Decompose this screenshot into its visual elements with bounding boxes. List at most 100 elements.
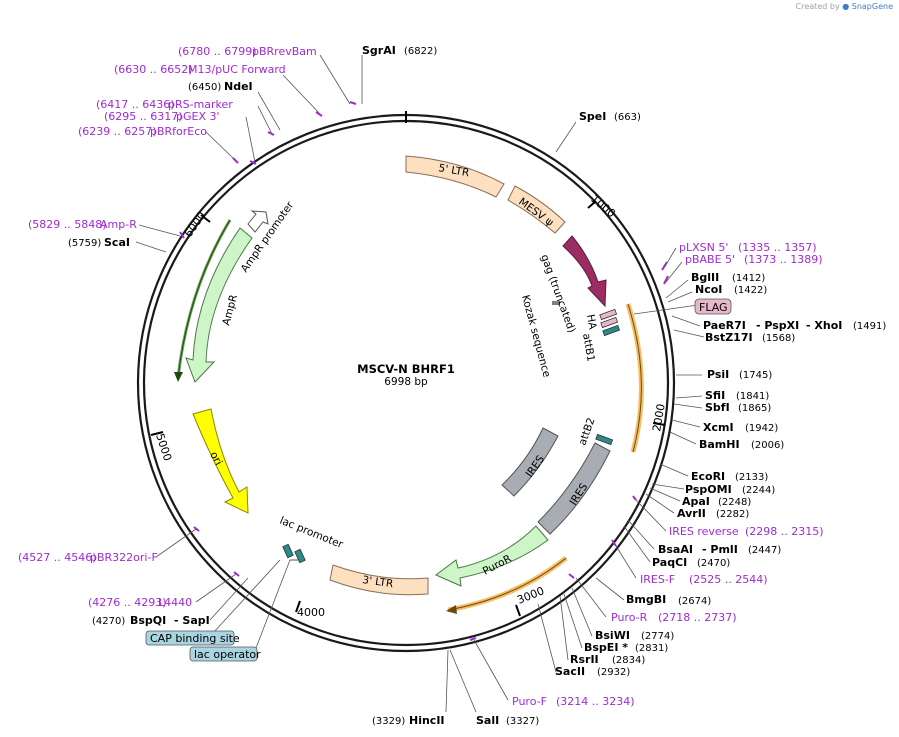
ori-label: ori <box>207 450 224 468</box>
feature-ori[interactable]: ori <box>192 408 249 514</box>
label-ires-rev[interactable]: IRES reverse <box>669 525 739 538</box>
label-psii[interactable]: PsiI <box>707 368 729 381</box>
conn-ncoi <box>667 291 693 303</box>
label-m13[interactable]: M13/pUC Forward <box>188 63 286 76</box>
label-bstz17i[interactable]: BstZ17I <box>705 331 753 344</box>
feature-ampr[interactable]: AmpR <box>185 227 253 383</box>
label-pbrforeco[interactable]: pBRforEco <box>150 125 207 138</box>
label-sali[interactable]: SalI <box>476 714 499 727</box>
label-ncoi[interactable]: NcoI <box>695 283 722 296</box>
label-apai[interactable]: ApaI <box>682 495 710 508</box>
feature-5-ltr[interactable]: 5' LTR <box>405 155 505 198</box>
ampr-arrow <box>185 227 253 383</box>
label-bamhi[interactable]: BamHI <box>699 438 740 451</box>
label-spei[interactable]: SpeI <box>579 110 606 123</box>
label-ampr-primer[interactable]: Amp-R <box>100 218 137 231</box>
label-bsiwi[interactable]: BsiWI <box>595 629 630 642</box>
conn-bsiwi <box>571 587 593 637</box>
label-plxsn[interactable]: pLXSN 5' <box>679 241 728 254</box>
pos-sacii: (2932) <box>597 667 630 678</box>
label-prs[interactable]: pRS-marker <box>168 98 233 111</box>
label-bsaai[interactable]: BsaAI <box>658 543 693 556</box>
conn-ires-f <box>615 545 637 579</box>
pos-plxsn: (1335 .. 1357) <box>738 241 817 254</box>
label-pgex[interactable]: pGEX 3' <box>176 110 220 123</box>
pos-pgex: (6295 .. 6317) <box>104 110 183 123</box>
pos-pbrforeco: (6239 .. 6257) <box>78 125 157 138</box>
label-pbrrevbam[interactable]: pBRrevBam <box>252 45 317 58</box>
feature-mesv-psi[interactable]: MESV ψ <box>507 185 566 234</box>
label-scai[interactable]: ScaI <box>104 236 130 249</box>
conn-plxsn <box>663 247 677 269</box>
conn-l4440 <box>195 573 237 603</box>
label-puro-f[interactable]: Puro-F <box>512 695 547 708</box>
label-hincii[interactable]: HincII <box>409 714 445 727</box>
ltr5-label: 5' LTR <box>437 162 470 179</box>
conn-paer7i <box>671 315 701 327</box>
label-ndei[interactable]: NdeI <box>224 80 253 93</box>
cap-binding-site-box[interactable]: CAP binding site <box>145 630 240 646</box>
label-sgrai[interactable]: SgrAI <box>362 44 396 57</box>
label-pmli[interactable]: - PmlI <box>702 543 738 556</box>
label-pspomi[interactable]: PspOMI <box>685 483 732 496</box>
flag-box[interactable]: FLAG <box>694 298 732 315</box>
plasmid-name: MSCV-N BHRF1 <box>357 362 455 376</box>
conn-spei <box>555 121 577 153</box>
tick-m13 <box>315 111 323 117</box>
pos-psii: (1745) <box>739 370 772 381</box>
tick-ires-rev <box>632 495 637 501</box>
tick-label-1000: 1000 <box>588 192 618 220</box>
label-puro-r[interactable]: Puro-R <box>611 611 648 624</box>
label-bglii[interactable]: BglII <box>691 271 719 284</box>
feature-ha[interactable]: HA <box>584 308 619 331</box>
conn-ires-rev <box>635 499 667 532</box>
tick-prs <box>267 131 275 136</box>
label-sacii[interactable]: SacII <box>555 665 585 678</box>
label-ires-f[interactable]: IRES-F <box>640 573 675 586</box>
orange-highlight-bottom-line <box>447 557 567 611</box>
tick-5000 <box>150 431 164 436</box>
conn-ecori <box>659 463 689 477</box>
plasmid-length: 6998 bp <box>384 376 428 388</box>
label-bspqi[interactable]: BspQI <box>130 614 166 627</box>
pos-pmli: (2447) <box>748 545 781 556</box>
conn-apai <box>649 487 681 502</box>
feature-ires-outer[interactable]: IRES <box>537 442 611 535</box>
label-bmgbi[interactable]: BmgBI <box>626 593 666 606</box>
conn-sbfi <box>673 403 703 409</box>
feature-ires-inner[interactable]: IRES <box>501 427 559 497</box>
feature-lac-promoter[interactable]: lac promoter <box>278 515 345 564</box>
ires-outer-shape <box>537 442 611 535</box>
label-rsrii[interactable]: RsrII <box>570 653 599 666</box>
feature-puror[interactable]: PuroR <box>435 525 549 587</box>
amp-highlight-line <box>177 219 231 379</box>
label-xhoi[interactable]: - XhoI <box>806 319 842 332</box>
label-ecori[interactable]: EcoRI <box>691 470 725 483</box>
conn-bstz17i <box>673 329 705 338</box>
label-avrii[interactable]: AvrII <box>677 507 706 520</box>
label-sfii[interactable]: SfiI <box>705 389 725 402</box>
tick-3000 <box>515 604 521 617</box>
feature-3-ltr[interactable]: 3' LTR <box>329 564 429 596</box>
conn-bsaai <box>627 519 655 550</box>
lac-operator-box[interactable]: lac operator <box>189 646 261 662</box>
conn-paqci <box>623 525 651 563</box>
pos-m13: (6630 .. 6652) <box>114 63 193 76</box>
label-paer7i[interactable]: PaeR7I <box>703 319 746 332</box>
lacop-box-bg <box>189 646 258 662</box>
feature-attb2[interactable]: attB2 <box>577 416 614 447</box>
ha-box <box>599 308 618 321</box>
tick-pbrrevbam <box>349 101 357 105</box>
label-sbfi[interactable]: SbfI <box>705 401 730 414</box>
label-l4440[interactable]: L4440 <box>158 596 192 609</box>
feature-attb1[interactable]: attB1 <box>580 324 621 363</box>
label-paqci[interactable]: PaqCI <box>652 556 687 569</box>
label-pbr322ori[interactable]: pBR322ori-F <box>90 551 158 564</box>
label-pbabe[interactable]: pBABE 5' <box>685 253 735 266</box>
cap-box-bg <box>145 630 235 646</box>
credit-brand: SnapGene <box>851 2 893 11</box>
label-sapi[interactable]: - SapI <box>174 614 210 627</box>
label-xcmi[interactable]: XcmI <box>703 421 734 434</box>
label-bspei[interactable]: BspEI * <box>584 641 628 654</box>
label-pspxi[interactable]: - PspXI <box>756 319 799 332</box>
